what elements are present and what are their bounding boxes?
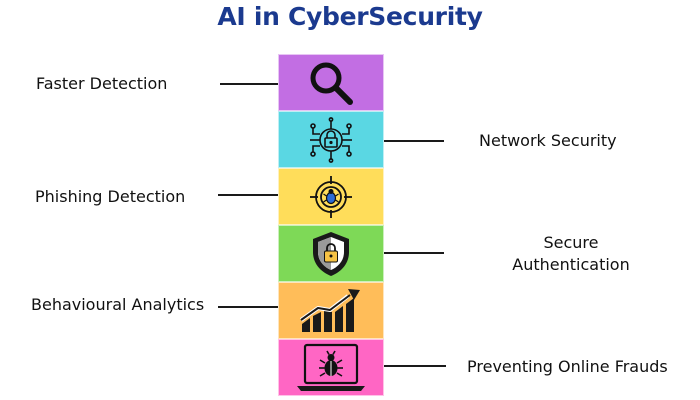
laptop-bug-icon — [297, 343, 365, 391]
phishing-detection-box — [278, 168, 384, 225]
network-security-box — [278, 111, 384, 168]
connector-line-faster-detection — [220, 83, 278, 85]
label-secure-authentication: Secure Authentication — [500, 232, 642, 276]
label-phishing-detection: Phishing Detection — [35, 187, 186, 206]
connector-line-preventing-online-frauds — [384, 365, 446, 367]
connector-line-network-security — [384, 140, 444, 142]
label-preventing-online-frauds: Preventing Online Frauds — [467, 357, 668, 376]
connector-line-behavioural-analytics — [218, 306, 278, 308]
label-behavioural-analytics: Behavioural Analytics — [31, 295, 205, 314]
connector-line-phishing-detection — [218, 194, 278, 196]
connector-line-secure-authentication — [384, 252, 444, 254]
behavioural-analytics-box — [278, 282, 384, 339]
preventing-online-frauds-box — [278, 339, 384, 396]
trend-chart-icon — [299, 288, 360, 332]
secure-authentication-box — [278, 225, 384, 282]
label-secure-authentication-line2: Authentication — [512, 255, 630, 274]
page-title: AI in CyberSecurity — [217, 2, 483, 31]
label-network-security: Network Security — [479, 131, 617, 150]
shield-lock-icon — [313, 231, 349, 276]
network-lock-icon — [310, 116, 352, 163]
faster-detection-box — [278, 54, 384, 111]
bug-target-icon — [310, 175, 352, 218]
label-secure-authentication-line1: Secure — [543, 233, 599, 252]
label-faster-detection: Faster Detection — [36, 74, 168, 93]
magnifier-icon — [310, 62, 353, 105]
